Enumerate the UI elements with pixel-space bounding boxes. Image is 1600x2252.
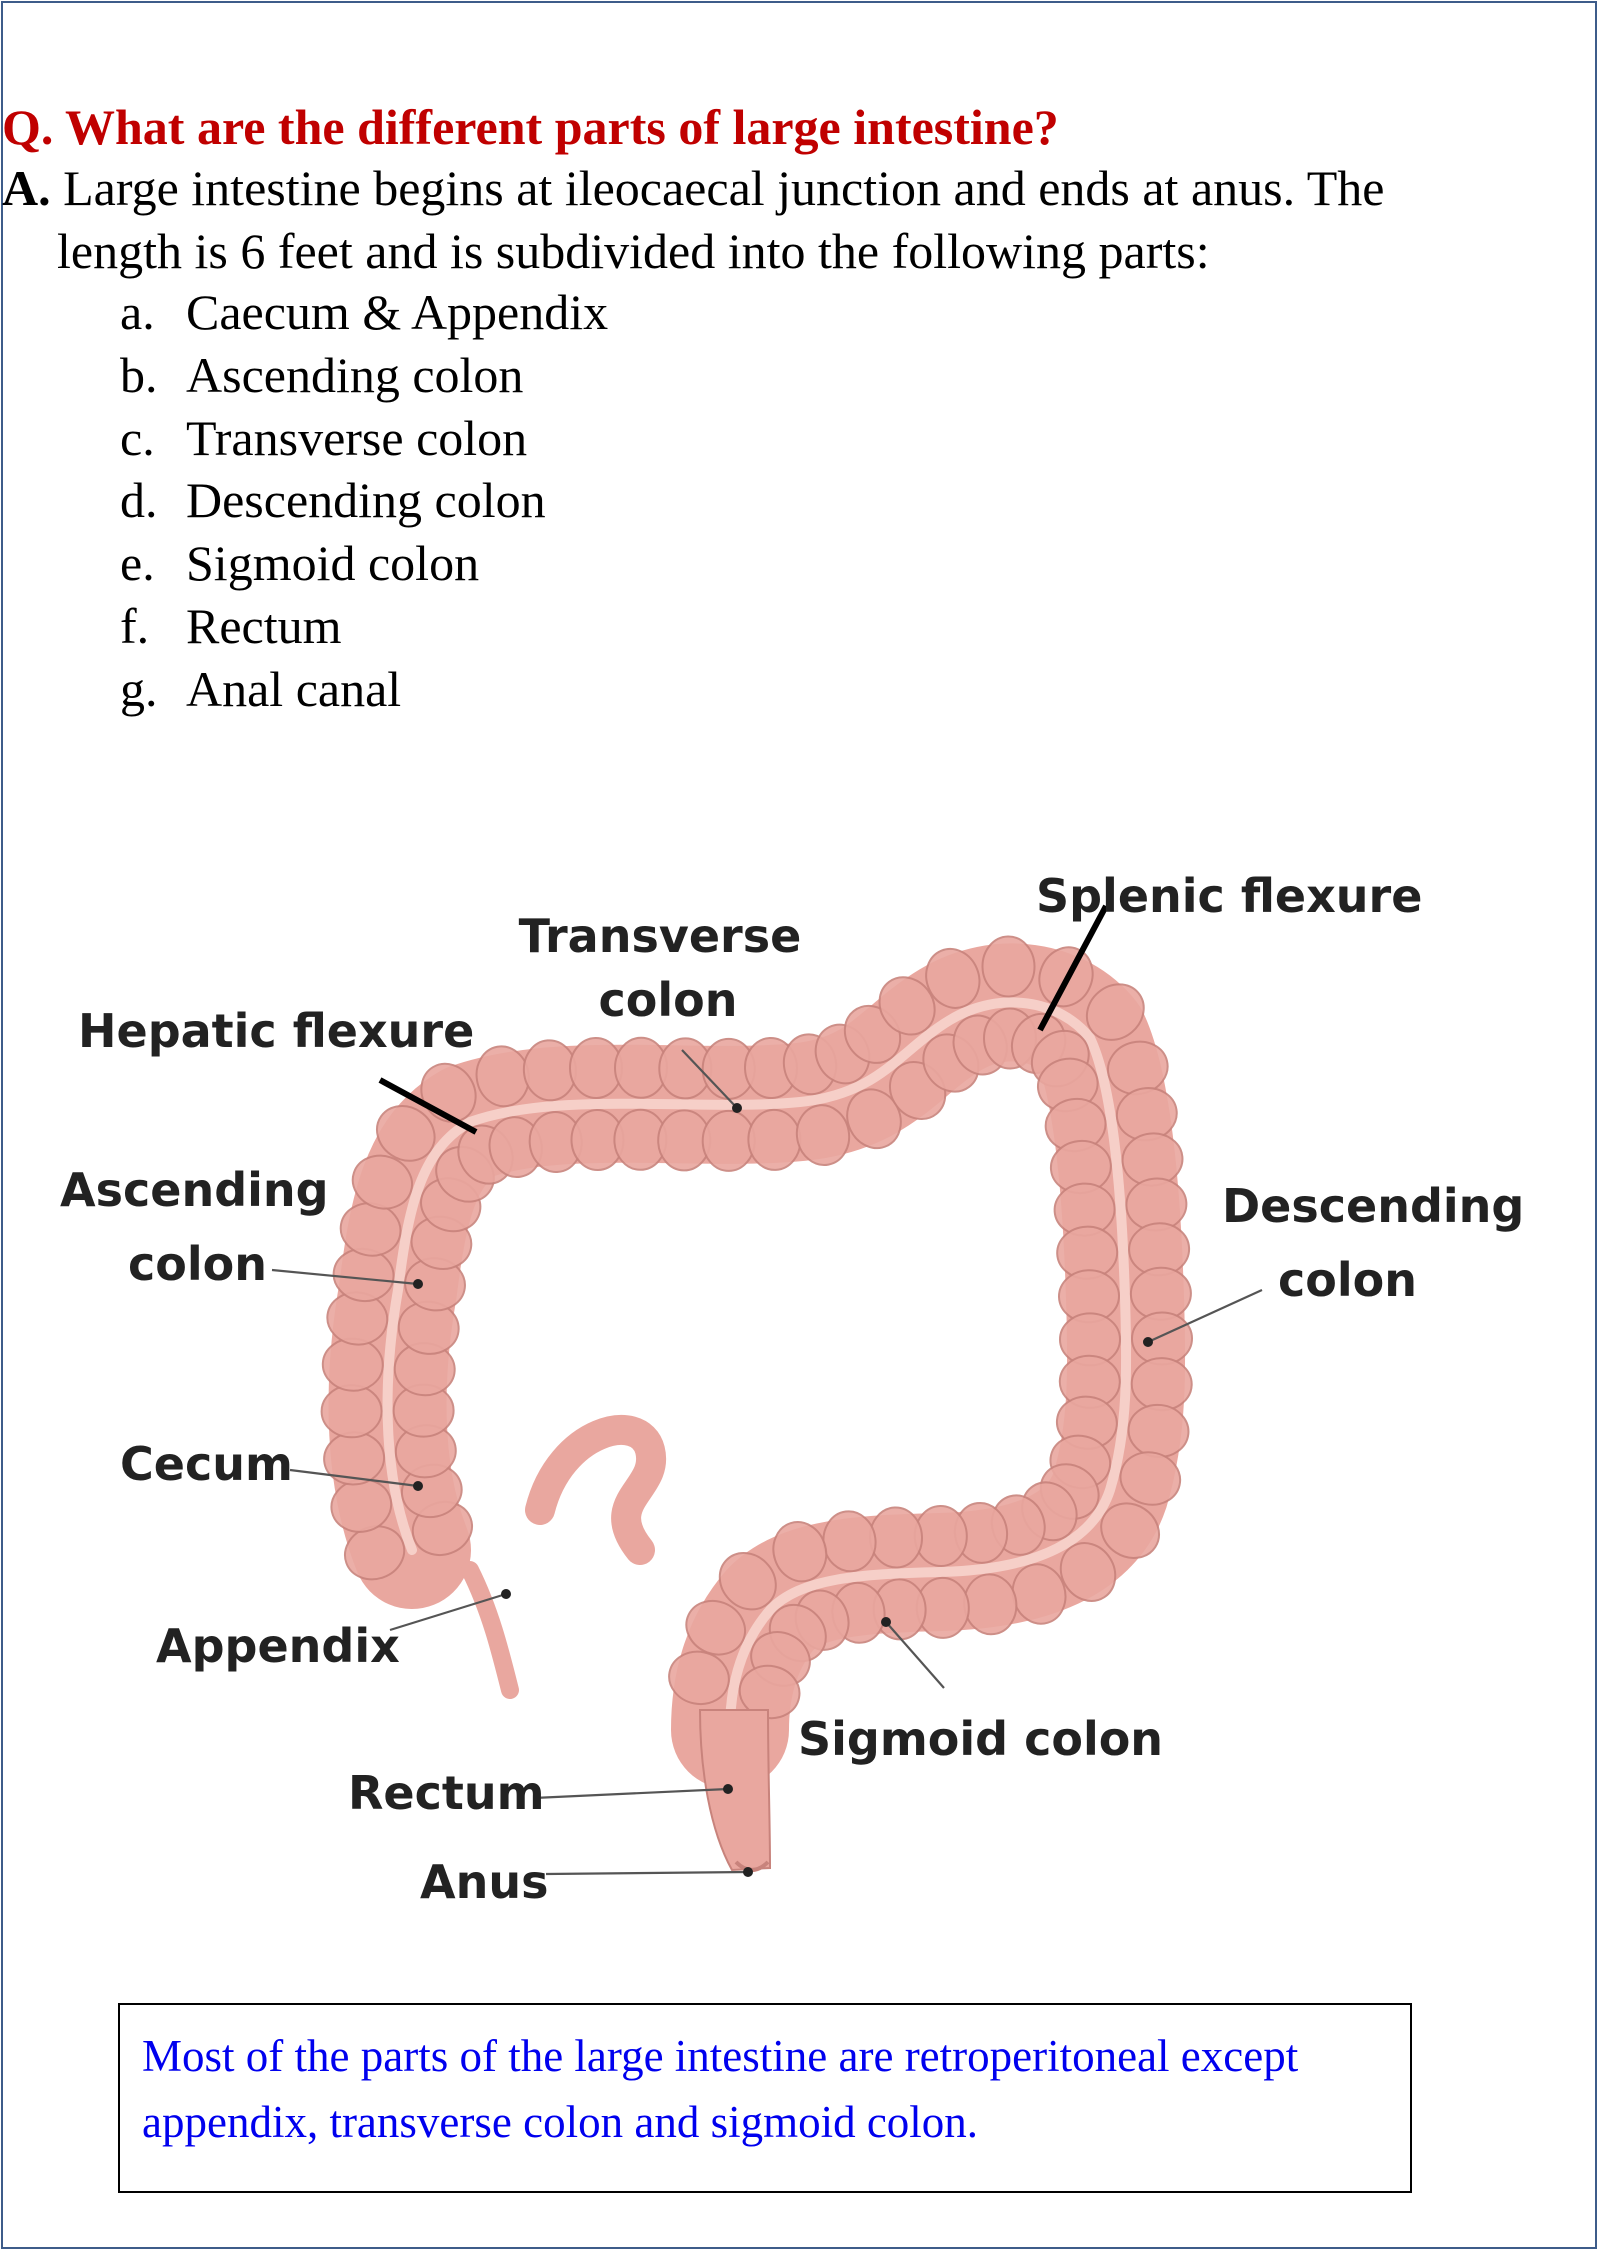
label-descending-colon-line1: Descending [1222,1179,1524,1233]
list-item-letter: g. [120,660,158,717]
haustrum [1130,1357,1193,1412]
list-item-text: Caecum & Appendix [186,284,609,340]
list-item: a. Caecum & Appendix [120,281,608,344]
label-descending-colon-line2: colon [1278,1253,1417,1307]
question-heading: Q. What are the different parts of large… [2,99,1059,155]
leader-splenic-flexure [1037,904,1109,1032]
list-item-text: Ascending colon [186,346,524,403]
pin-transverse-colon [732,1103,742,1113]
pin-anus [743,1867,753,1877]
pin-descending-colon [1143,1337,1153,1347]
leader-appendix [389,1592,507,1632]
haustrum [351,1154,414,1210]
label-appendix: Appendix [156,1619,400,1673]
list-item-letter: b. [120,346,158,403]
pin-ascending-colon [413,1279,423,1289]
list-item-text: Sigmoid colon [186,535,480,592]
label-cecum: Cecum [120,1437,293,1491]
list-item-letter: c. [120,409,155,466]
answer-line-2: length is 6 feet and is subdivided into … [57,223,1210,279]
leader-cecum [289,1468,419,1488]
haustrum [668,1650,730,1706]
answer-paragraph: A. Large intestine begins at ileocaecal … [2,157,1562,283]
note-box: Most of the parts of the large intestine… [118,2003,1412,2193]
rectum-shape [698,1709,772,1872]
haustrum [772,1521,828,1583]
haustrum [376,1105,436,1162]
parts-list: a. Caecum & Appendix b. Ascending colon c.… [120,281,608,721]
list-item-letter: f. [120,597,150,654]
leader-sigmoid-colon [885,1621,945,1689]
leader-rectum [533,1787,729,1800]
colon-illustration [320,935,1193,1872]
pin-cecum [413,1481,423,1491]
haustrum [1085,983,1145,1041]
label-hepatic-flexure: Hepatic flexure [78,1004,474,1058]
haustrum [1131,1311,1193,1366]
list-item: d. Descending colon [120,469,608,532]
pin-appendix [501,1589,511,1599]
list-item: f. Rectum [120,595,608,658]
list-item-letter: d. [120,472,158,529]
label-anus: Anus [420,1855,548,1909]
haustrum [701,1109,756,1172]
appendix-shape [461,1561,519,1699]
haustrum [925,947,981,1009]
answer-text-1: Large intestine begins at ileocaecal jun… [50,160,1385,216]
haustrum [685,1599,746,1656]
pin-sigmoid-colon [881,1617,891,1627]
label-ascending-colon-line2: colon [128,1237,267,1291]
list-item: e. Sigmoid colon [120,532,608,595]
label-ascending-colon-line1: Ascending [60,1163,329,1217]
haustrum [981,935,1036,998]
list-item-text: Transverse colon [186,409,528,466]
leader-ascending-colon [271,1268,419,1286]
haustrum [1059,1542,1117,1602]
label-splenic-flexure: Splenic flexure [1036,869,1422,923]
list-item-letter: a. [120,284,155,340]
label-transverse-colon-line2: colon [599,973,738,1027]
leader-descending-colon [1147,1288,1263,1344]
colon-taenia [382,997,1132,1735]
note-text: Most of the parts of the large intestine… [142,2031,1299,2147]
colon-haustra [320,935,1193,1720]
haustrum [1100,1502,1160,1559]
list-item-text: Anal canal [186,660,402,717]
answer-prefix: A. [2,160,51,216]
leader-hepatic-flexure [378,1077,478,1135]
haustrum [1119,1451,1182,1506]
list-item-text: Descending colon [186,472,546,529]
leader-transverse-colon [681,1049,738,1109]
list-item: b. Ascending colon [120,344,608,407]
terminal-ileum-shape [525,1415,667,1565]
list-item-letter: e. [120,535,155,592]
list-item-text: Rectum [186,597,342,654]
label-transverse-colon-line1: Transverse [519,909,802,963]
answer-line-1: A. Large intestine begins at ileocaecal … [2,157,1562,220]
label-sigmoid-colon: Sigmoid colon [798,1712,1163,1766]
pin-rectum [723,1784,733,1794]
list-item: g. Anal canal [120,658,608,721]
label-rectum: Rectum [348,1766,545,1820]
large-intestine-diagram: Transverse colon Splenic flexure Hepatic… [60,869,1524,1909]
haustrum [878,976,936,1036]
haustrum [795,1104,851,1166]
haustrum [320,1384,383,1439]
list-item: c. Transverse colon [120,407,608,470]
leader-anus [545,1870,749,1876]
haustrum [718,1552,777,1611]
